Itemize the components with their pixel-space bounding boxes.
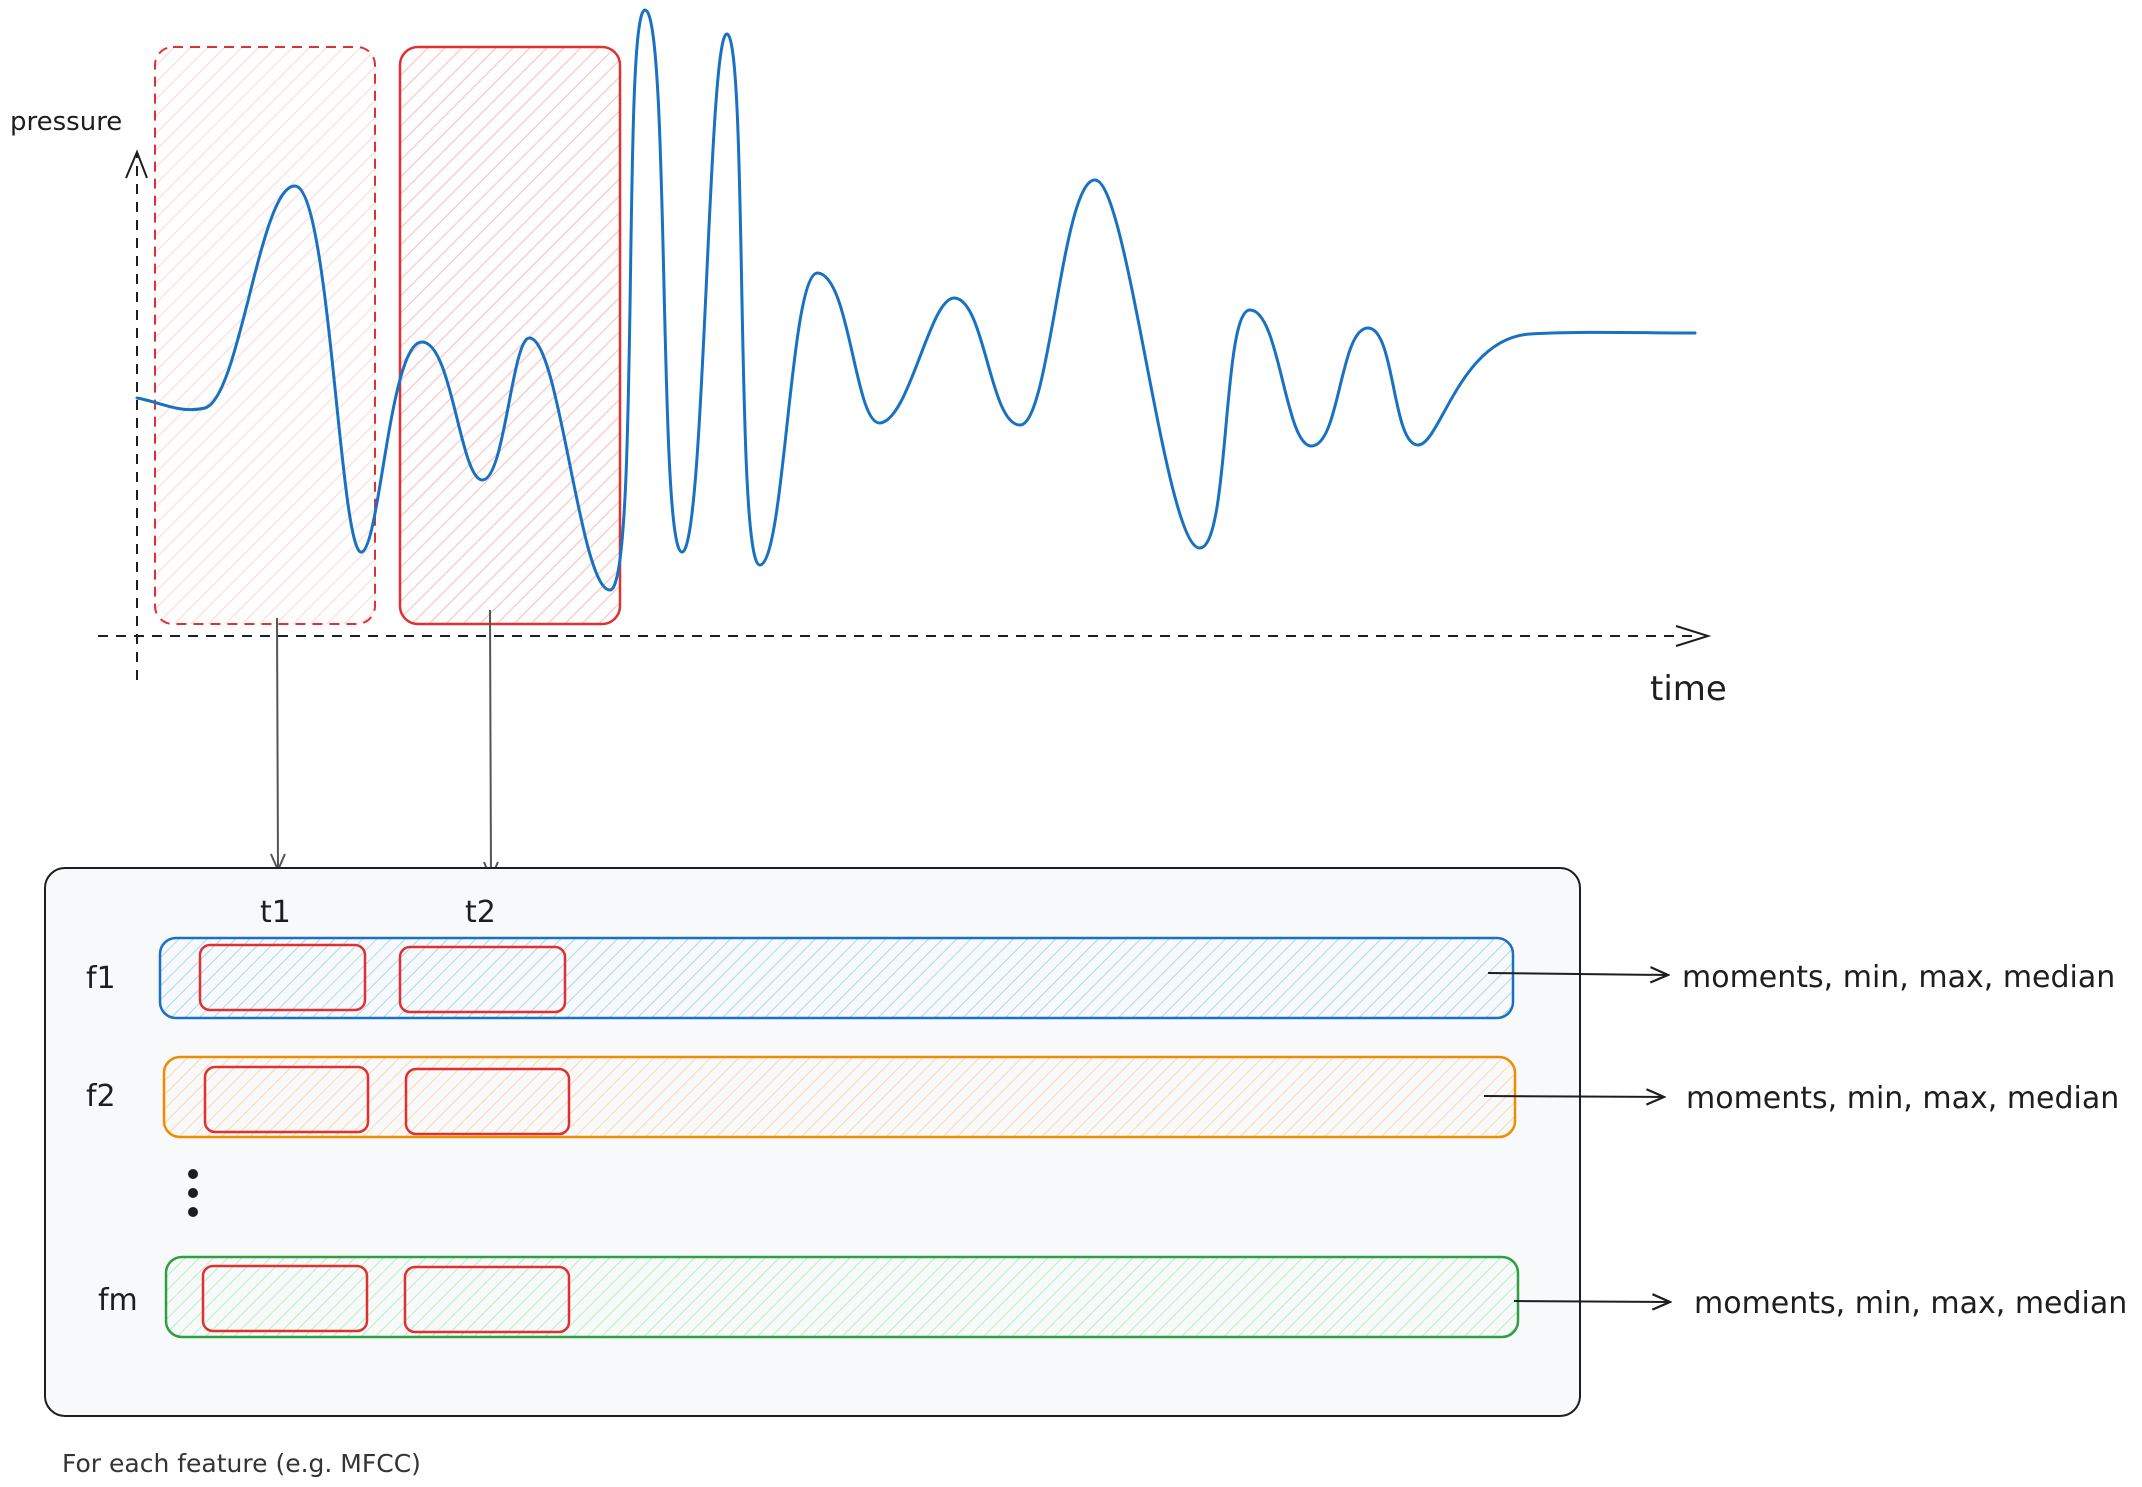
cell-f2-t1 <box>203 1065 370 1134</box>
arrow-f1-stats <box>1487 973 1668 975</box>
window-connectors <box>277 609 491 878</box>
stats-label-f1: moments, min, max, median <box>1682 960 2115 995</box>
feature-row-f2: f2 moments, min, max, median <box>86 1055 2119 1139</box>
arrow-f2-stats <box>1483 1096 1664 1097</box>
feature-bar-fm <box>164 1255 1520 1339</box>
connector-t2 <box>490 609 491 878</box>
cell-f2-t2 <box>404 1067 571 1136</box>
time-windows <box>154 45 622 626</box>
feature-label-f1: f1 <box>86 961 116 996</box>
x-axis-label: time <box>1650 669 1727 709</box>
window-label-t1: t1 <box>260 895 291 930</box>
stats-label-f2: moments, min, max, median <box>1686 1081 2119 1116</box>
cell-f1-t1 <box>198 943 367 1012</box>
stats-label-fm: moments, min, max, median <box>1694 1286 2127 1321</box>
window-t1 <box>154 46 376 625</box>
caption-text: For each feature (e.g. MFCC) <box>62 1449 421 1478</box>
window-t2 <box>398 45 622 626</box>
feature-row-f1: f1 moments, min, max, median <box>86 936 2115 1020</box>
plot-axes: pressure time <box>10 107 1727 709</box>
x-axis-arrowhead <box>1675 625 1712 647</box>
cell-f1-t2 <box>398 945 567 1014</box>
cell-fm-t2 <box>403 1265 571 1334</box>
feature-label-fm: fm <box>98 1283 138 1318</box>
feature-bar-f1 <box>158 936 1515 1020</box>
pressure-signal <box>135 8 1697 592</box>
feature-label-f2: f2 <box>86 1079 116 1114</box>
connector-t1 <box>277 617 278 870</box>
feature-row-fm: fm moments, min, max, median <box>98 1255 2127 1339</box>
y-axis-label: pressure <box>10 107 122 137</box>
y-axis-arrowhead <box>125 149 148 179</box>
ellipsis-icon <box>188 1169 198 1217</box>
cell-fm-t1 <box>201 1264 369 1333</box>
arrow-fm-stats <box>1513 1301 1670 1302</box>
window-label-t2: t2 <box>465 895 496 930</box>
